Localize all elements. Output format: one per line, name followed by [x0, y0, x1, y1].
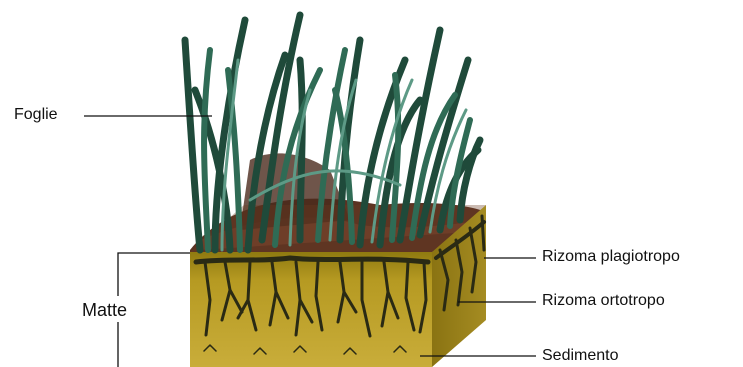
label-rizoma-ortotropo: Rizoma ortotropo — [542, 293, 665, 309]
label-foglie: Foglie — [14, 107, 58, 123]
label-rizoma-plagiotropo: Rizoma plagiotropo — [542, 249, 680, 265]
label-sedimento: Sedimento — [542, 348, 619, 364]
label-matte: Matte — [82, 301, 127, 319]
matte-bracket-top — [118, 253, 190, 296]
